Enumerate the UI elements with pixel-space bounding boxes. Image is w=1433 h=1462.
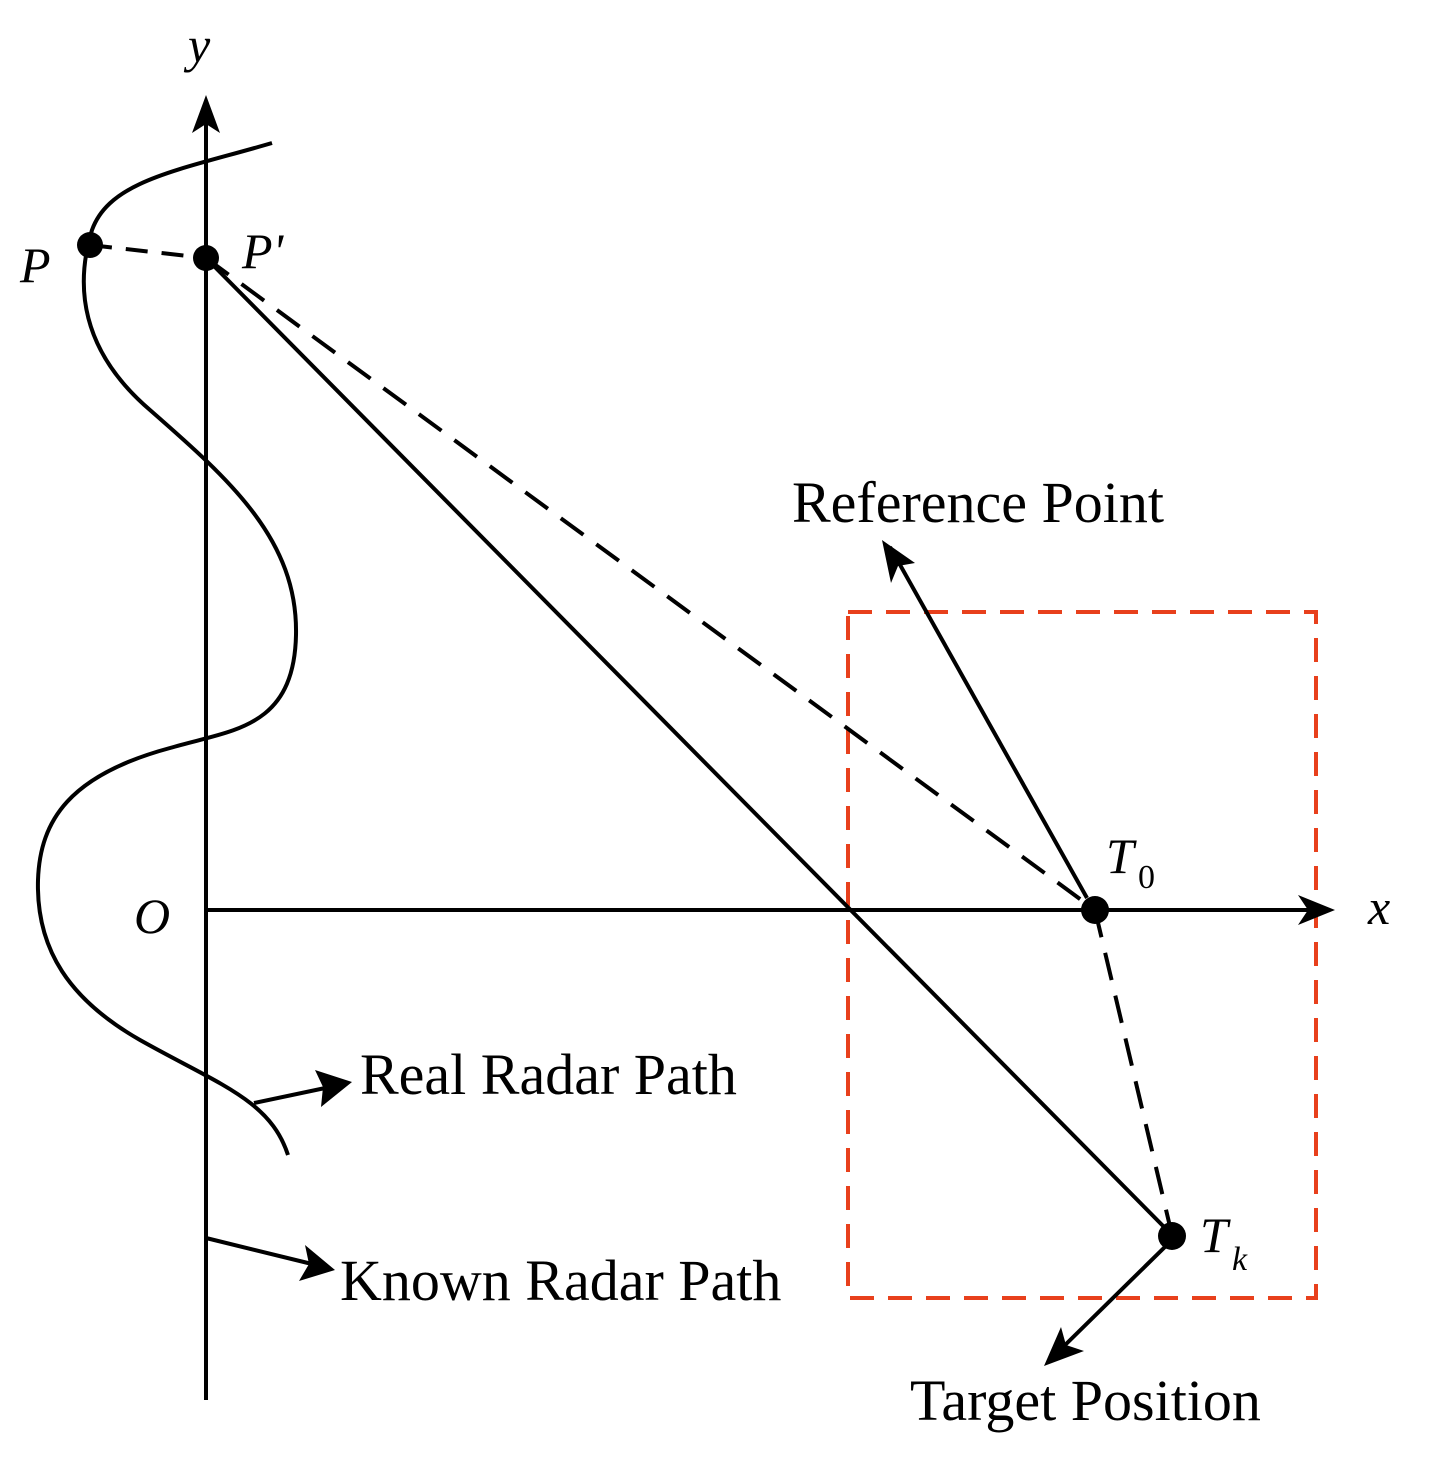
point-t0 xyxy=(1081,896,1109,924)
y-axis-label: y xyxy=(183,17,211,73)
target-position-arrowhead xyxy=(1044,1327,1084,1366)
target-position-label: Target Position xyxy=(910,1368,1261,1433)
point-tk-subscript: k xyxy=(1232,1241,1248,1278)
point-tk xyxy=(1158,1222,1186,1250)
y-axis-arrowhead xyxy=(192,95,220,133)
region-box xyxy=(846,610,1318,1300)
real-radar-path-arrowhead xyxy=(315,1070,352,1107)
known-radar-path-label: Known Radar Path xyxy=(340,1248,781,1313)
point-t0-subscript: 0 xyxy=(1138,859,1155,896)
pprime-to-tk-line xyxy=(204,256,1174,1237)
known-radar-path-arrow xyxy=(205,1236,313,1266)
point-p xyxy=(77,232,103,258)
point-p-label: P xyxy=(19,237,51,293)
origin-label: O xyxy=(134,888,170,944)
point-p-prime-label: P' xyxy=(241,223,285,279)
x-axis-arrowhead xyxy=(1298,895,1335,925)
real-radar-path-label: Real Radar Path xyxy=(360,1042,737,1107)
point-tk-label: T xyxy=(1200,1207,1231,1263)
point-t0-label: T xyxy=(1106,828,1137,884)
t0-to-tk-dashed xyxy=(1093,909,1174,1236)
x-axis-label: x xyxy=(1367,879,1390,935)
target-position-arrow xyxy=(1058,1238,1174,1352)
reference-point-arrow xyxy=(888,546,1089,899)
reference-point-arrowhead xyxy=(882,540,915,583)
pprime-to-t0-dashed xyxy=(204,256,1097,912)
p-to-pprime-dashed xyxy=(89,243,207,260)
reference-point-label: Reference Point xyxy=(792,470,1164,535)
real-radar-path-arrow xyxy=(253,1085,331,1105)
known-radar-path-arrowhead xyxy=(299,1245,335,1281)
point-p-prime xyxy=(193,245,219,271)
